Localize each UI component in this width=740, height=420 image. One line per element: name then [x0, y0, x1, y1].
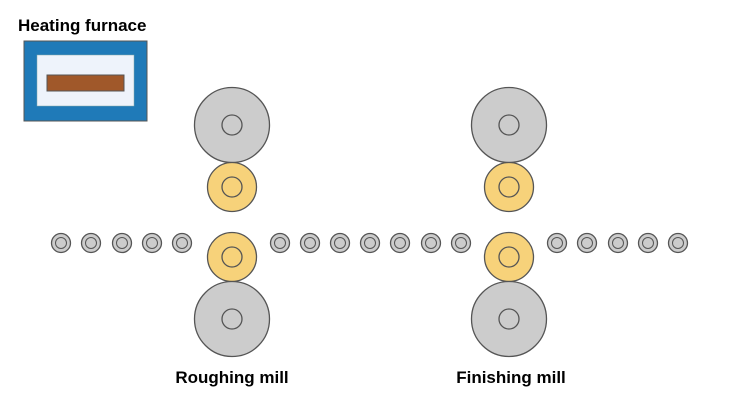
conveyor-roller — [637, 232, 659, 254]
conveyor-roller — [576, 232, 598, 254]
backup-roll-top — [470, 86, 548, 164]
work-roll-top — [206, 161, 258, 213]
conveyor-segment-middle — [269, 232, 472, 254]
conveyor-roller — [80, 232, 102, 254]
backup-roll-bottom — [470, 280, 548, 358]
roughing-mill-stand — [193, 86, 271, 358]
slab — [46, 74, 125, 92]
work-roll-bottom — [206, 231, 258, 283]
finishing-mill-label: Finishing mill — [456, 368, 566, 387]
conveyor-roller — [141, 232, 163, 254]
heating-furnace — [23, 40, 148, 122]
conveyor-roller — [171, 232, 193, 254]
conveyor-roller — [329, 232, 351, 254]
conveyor-roller — [269, 232, 291, 254]
finishing-mill-stand — [470, 86, 548, 358]
conveyor — [50, 232, 689, 254]
backup-roll-bottom — [193, 280, 271, 358]
heating-furnace-label: Heating furnace — [18, 16, 147, 35]
conveyor-roller — [450, 232, 472, 254]
conveyor-roller — [389, 232, 411, 254]
conveyor-roller — [607, 232, 629, 254]
conveyor-segment-entry — [50, 232, 193, 254]
conveyor-roller — [359, 232, 381, 254]
conveyor-roller — [546, 232, 568, 254]
backup-roll-top — [193, 86, 271, 164]
work-roll-top — [483, 161, 535, 213]
conveyor-roller — [299, 232, 321, 254]
conveyor-roller — [50, 232, 72, 254]
work-roll-bottom — [483, 231, 535, 283]
conveyor-roller — [111, 232, 133, 254]
conveyor-roller — [420, 232, 442, 254]
roughing-mill-label: Roughing mill — [175, 368, 289, 387]
conveyor-segment-exit — [546, 232, 689, 254]
conveyor-roller — [667, 232, 689, 254]
